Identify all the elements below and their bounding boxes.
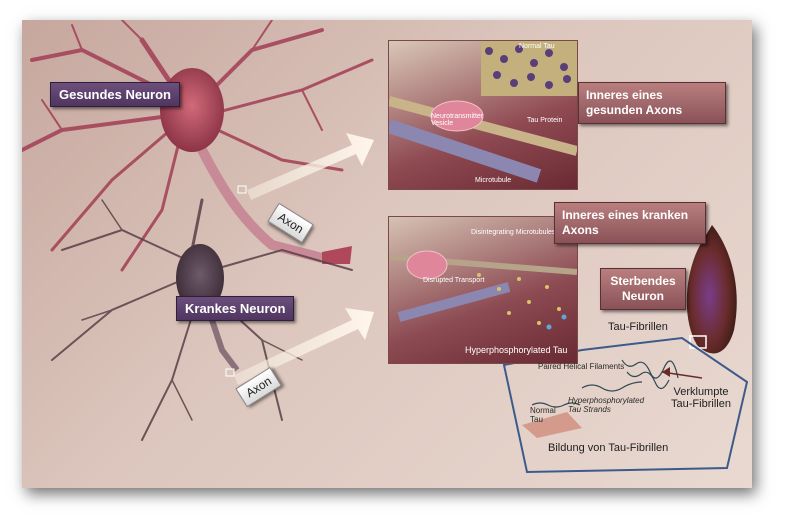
healthy-axon-inside-label: Inneres eines gesunden Axons [578,82,726,124]
dying-neuron-label: Sterbendes Neuron [600,268,686,310]
microtubule-label: Microtubule [475,177,512,184]
diseased-axon-inside-label: Inneres eines kranken Axons [554,202,706,244]
fibril-strands [531,359,679,408]
diseased-axon-inset: Disintegrating Microtubules Disrupted Tr… [388,216,578,364]
clumped-tau-fibrils-label: Verklumpte Tau-Fibrillen [671,386,731,410]
diseased-soma [176,244,224,312]
healthy-soma [160,68,224,152]
arrow-to-healthy-inset [247,133,374,200]
hyperphosphorylated-tau-label: Hyperphosphorylated Tau [465,345,568,355]
dying-neuron-shape [686,225,737,354]
fibril-formation-outline [502,336,749,474]
tau-fibrils-label: Tau-Fibrillen [608,321,668,333]
tau-protein-label: Tau Protein [527,117,563,124]
disintegrating-label: Disintegrating Microtubules [471,229,556,236]
diseased-neuron-dendrites [51,198,353,441]
healthy-axon-inset: Normal Tau Neurotransmitter Vesicle Tau … [388,40,578,190]
vesicle-label: Neurotransmitter Vesicle [431,113,484,127]
diseased-neuron-label: Krankes Neuron [176,296,295,321]
normal-tau-fibril-label: Normal Tau [530,406,556,424]
healthy-neuron-label: Gesundes Neuron [50,82,180,107]
illustration-frame: Normal Tau Neurotransmitter Vesicle Tau … [22,20,752,488]
arrow-to-diseased-inset [234,308,374,385]
normal-tau-label: Normal Tau [519,43,555,50]
healthy-axon [192,137,324,263]
tau-fibril-formation-label: Bildung von Tau-Fibrillen [548,442,669,454]
disrupted-transport-label: Disrupted Transport [423,277,485,284]
paired-helical-filaments-label: Paired Helical Filaments [538,362,625,371]
hyperphosphorylated-strands-label: Hyperphosphorylated Tau Strands [568,396,645,414]
